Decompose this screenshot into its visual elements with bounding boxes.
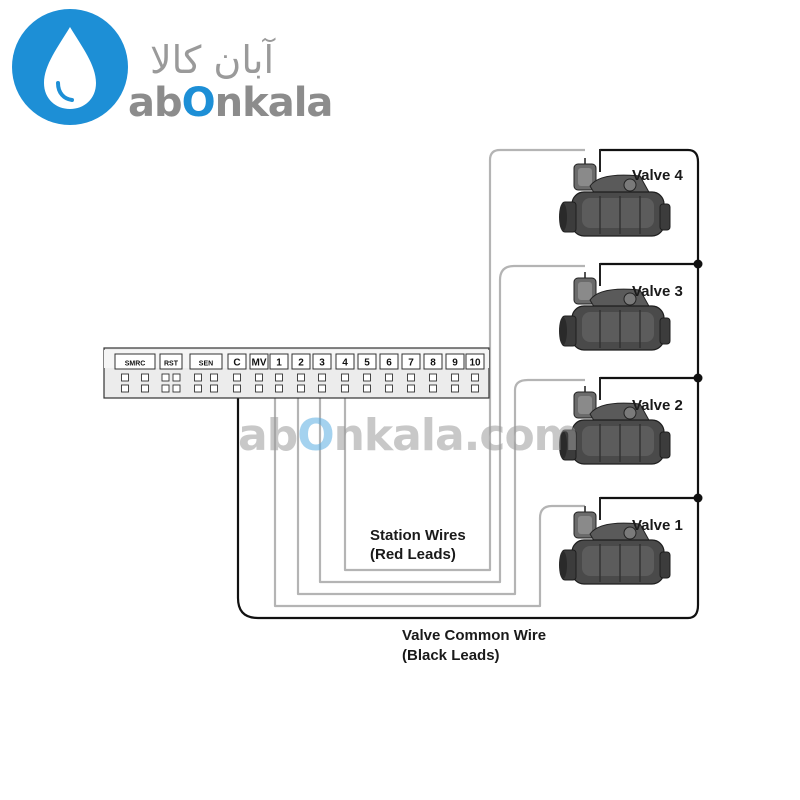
screw-icon [210, 384, 218, 393]
terminal-7: 7 [401, 353, 421, 393]
valve-4-icon [559, 149, 671, 237]
screw-icon [233, 384, 241, 393]
station-wire-1 [273, 398, 585, 608]
water-drop-icon [12, 9, 128, 125]
screw-icon [194, 384, 202, 393]
terminal-smrc: SMRC [114, 353, 156, 393]
brand-name-fa: آبان کالا [150, 38, 275, 82]
screw-icon [451, 373, 459, 382]
station-wires-sublabel: (Red Leads) [370, 546, 456, 563]
valve-3-label: Valve 3 [632, 283, 683, 300]
terminal-label: 5 [364, 358, 370, 369]
valve-2-icon [559, 377, 671, 465]
terminal-label: 1 [276, 358, 282, 369]
junction-dot [693, 373, 703, 383]
screw-icon [471, 384, 479, 393]
screw-icon [161, 384, 170, 393]
terminal-rst: RST [159, 353, 183, 393]
terminal-sen: SEN [189, 353, 223, 393]
terminal-label: 7 [408, 358, 414, 369]
screw-icon [429, 373, 437, 382]
screw-icon [407, 384, 415, 393]
terminal-c: C [227, 353, 247, 393]
common-wire-sublabel: (Black Leads) [402, 647, 500, 664]
screw-icon [172, 384, 181, 393]
screw-icon [297, 384, 305, 393]
terminal-3: 3 [312, 353, 332, 393]
terminal-mv: MV [249, 353, 269, 393]
screw-icon [363, 373, 371, 382]
terminal-label: 8 [430, 358, 436, 369]
terminal-1: 1 [269, 353, 289, 393]
valve-4-label: Valve 4 [632, 167, 683, 184]
screw-icon [318, 384, 326, 393]
screw-icon [255, 384, 263, 393]
screw-icon [429, 384, 437, 393]
terminal-label: 10 [469, 358, 481, 369]
screw-icon [363, 384, 371, 393]
station-wires-label: Station Wires [370, 527, 466, 544]
screw-icon [297, 373, 305, 382]
valve-1-label: Valve 1 [632, 517, 683, 534]
screw-icon [141, 373, 149, 382]
terminal-label: 9 [452, 358, 458, 369]
station-wire-3 [318, 264, 585, 584]
screw-icon [161, 373, 170, 382]
screw-icon [172, 373, 181, 382]
terminal-5: 5 [357, 353, 377, 393]
screw-icon [407, 373, 415, 382]
terminal-2: 2 [291, 353, 311, 393]
junction-dots [693, 259, 703, 503]
screw-icon [451, 384, 459, 393]
terminal-4: 4 [335, 353, 355, 393]
screw-icon [275, 384, 283, 393]
screw-icon [121, 384, 129, 393]
terminal-10: 10 [465, 353, 485, 393]
station-wires [273, 148, 585, 608]
terminal-label: 2 [298, 358, 304, 369]
controller-terminal-strip: SMRC RST SEN C MV 1 2 3 4 5 6 7 8 9 10 [103, 347, 490, 399]
terminal-label: 4 [342, 358, 348, 369]
screw-icon [121, 373, 129, 382]
screw-icon [318, 373, 326, 382]
screw-icon [385, 384, 393, 393]
station-wire-4 [343, 148, 585, 572]
screw-icon [385, 373, 393, 382]
junction-dot [693, 493, 703, 503]
screw-icon [194, 373, 202, 382]
brand-name-en: abOnkala [128, 80, 333, 126]
watermark: abOnkala.com [238, 410, 580, 461]
terminal-label: RST [164, 361, 179, 368]
terminal-9: 9 [445, 353, 465, 393]
screw-icon [471, 373, 479, 382]
terminal-label: SMRC [125, 361, 146, 368]
terminal-label: SEN [199, 361, 213, 368]
terminal-label: C [233, 358, 240, 369]
screw-icon [255, 373, 263, 382]
common-wire-label: Valve Common Wire [402, 627, 547, 644]
screw-icon [210, 373, 218, 382]
screw-icon [233, 373, 241, 382]
screw-icon [275, 373, 283, 382]
valve-2-label: Valve 2 [632, 397, 683, 414]
terminal-label: 6 [386, 358, 392, 369]
junction-dot [693, 259, 703, 269]
station-wire-2 [296, 378, 585, 596]
terminal-6: 6 [379, 353, 399, 393]
valve-1-icon [559, 497, 671, 585]
terminal-label: MV [252, 358, 267, 369]
screw-icon [341, 384, 349, 393]
common-wire [236, 148, 700, 620]
terminal-8: 8 [423, 353, 443, 393]
terminal-label: 3 [319, 358, 325, 369]
valve-3-icon [559, 263, 671, 351]
screw-icon [341, 373, 349, 382]
screw-icon [141, 384, 149, 393]
